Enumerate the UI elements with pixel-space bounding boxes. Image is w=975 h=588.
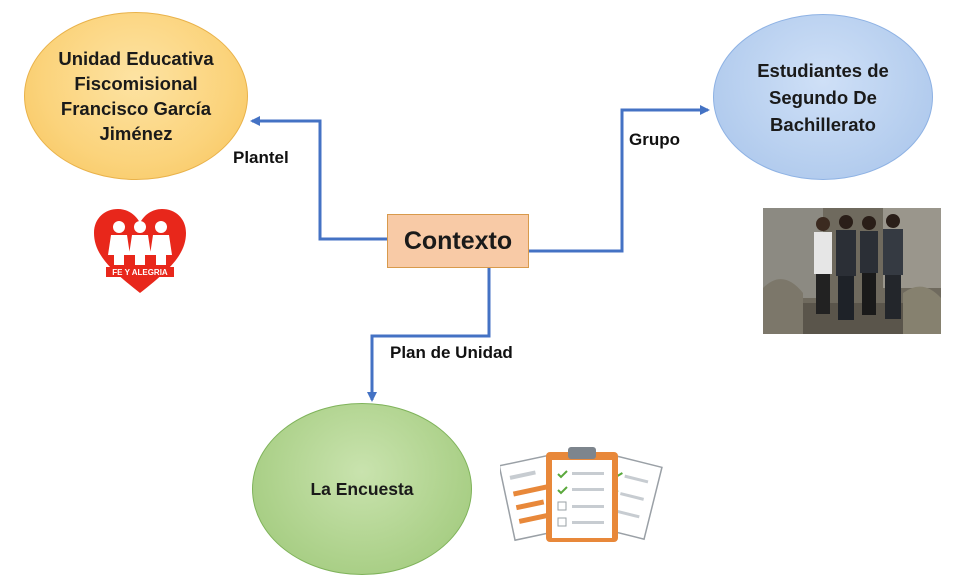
edge-label-grupo: Grupo [629,130,680,150]
students-node: Estudiantes de Segundo De Bachillerato [713,14,933,180]
context-node: Contexto [387,214,529,268]
students-photo [763,208,941,334]
arrow-to-students [529,110,708,251]
arrow-to-school [252,121,387,239]
school-node: Unidad Educativa Fiscomisional Francisco… [24,12,248,180]
edge-label-plantel: Plantel [233,148,289,168]
survey-node: La Encuesta [252,403,472,575]
survey-clipboard-illustration [500,444,664,544]
edge-label-plan-de-unidad: Plan de Unidad [390,343,513,363]
survey-label: La Encuesta [310,479,413,500]
arrow-to-survey [372,268,489,400]
school-label: Unidad Educativa Fiscomisional Francisco… [41,46,231,146]
svg-text:FE Y ALEGRIA: FE Y ALEGRIA [112,268,168,277]
fe-y-alegria-logo: FE Y ALEGRIA [92,207,188,295]
students-label: Estudiantes de Segundo De Bachillerato [732,57,914,138]
context-label: Contexto [404,227,512,256]
